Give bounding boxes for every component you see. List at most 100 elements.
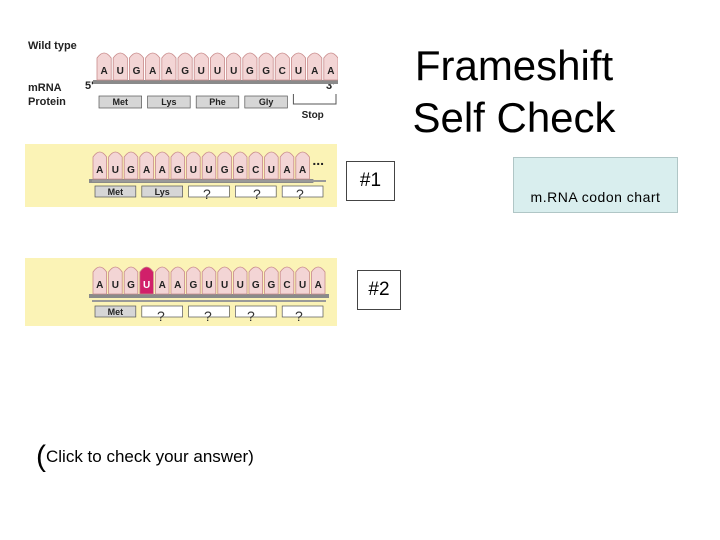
protein-line bbox=[92, 180, 326, 182]
base-tooth bbox=[145, 52, 161, 81]
amino-acid-label: Lys bbox=[161, 97, 176, 107]
base-tooth bbox=[155, 266, 170, 295]
base-tooth bbox=[217, 151, 232, 180]
mrna-backbone bbox=[93, 80, 338, 84]
amino-acid-box bbox=[195, 95, 240, 109]
unknown-amino-acid[interactable]: ? bbox=[296, 186, 304, 202]
base-letter: A bbox=[165, 66, 172, 77]
amino-acid-box bbox=[141, 185, 183, 198]
base-letter: A bbox=[327, 66, 334, 77]
base-letter: U bbox=[205, 165, 212, 176]
base-tooth bbox=[170, 151, 185, 180]
base-letter: G bbox=[127, 165, 135, 176]
base-tooth bbox=[295, 151, 310, 180]
mrna-backbone bbox=[89, 294, 329, 298]
base-tooth bbox=[108, 151, 123, 180]
base-letter: G bbox=[133, 66, 141, 77]
base-tooth bbox=[170, 266, 185, 295]
base-tooth bbox=[92, 151, 107, 180]
base-tooth bbox=[161, 52, 177, 81]
base-letter: G bbox=[246, 66, 254, 77]
protein-label: Protein bbox=[28, 96, 66, 108]
amino-acid-box bbox=[244, 95, 288, 109]
base-tooth bbox=[112, 52, 128, 81]
base-letter: U bbox=[112, 165, 119, 176]
base-tooth bbox=[279, 151, 295, 180]
unknown-amino-acid[interactable]: ? bbox=[253, 186, 261, 202]
base-letter: U bbox=[237, 280, 244, 291]
base-tooth bbox=[242, 52, 258, 81]
check-answer-text: Click to check your answer) bbox=[46, 447, 254, 466]
base-letter: U bbox=[214, 66, 221, 77]
wild-type-heading: Wild type bbox=[28, 40, 77, 52]
mrna-codon-chart-button[interactable]: m.RNA codon chart bbox=[513, 157, 678, 213]
unknown-amino-acid[interactable]: ? bbox=[203, 186, 211, 202]
amino-acid-label: Lys bbox=[155, 187, 170, 197]
amino-acid-label: Met bbox=[113, 97, 129, 107]
stop-bracket bbox=[292, 94, 337, 105]
unknown-amino-acid[interactable]: ? bbox=[247, 308, 255, 324]
continuation-dots: ... bbox=[312, 152, 324, 168]
base-tooth bbox=[311, 266, 326, 295]
base-letter: A bbox=[174, 280, 181, 291]
unknown-amino-acid[interactable]: ? bbox=[157, 308, 165, 324]
base-letter: U bbox=[268, 165, 275, 176]
base-letter: U bbox=[117, 66, 124, 77]
base-letter: C bbox=[252, 165, 259, 176]
base-tooth bbox=[108, 266, 123, 295]
amino-acid-label: Met bbox=[108, 307, 124, 317]
base-tooth bbox=[248, 151, 263, 180]
base-tooth bbox=[139, 266, 154, 295]
base-letter: U bbox=[230, 66, 237, 77]
base-tooth bbox=[193, 52, 209, 81]
base-letter: A bbox=[159, 165, 166, 176]
amino-acid-box bbox=[141, 305, 183, 318]
amino-acid-label: Phe bbox=[209, 97, 226, 107]
base-letter: A bbox=[283, 165, 290, 176]
base-letter: G bbox=[190, 280, 198, 291]
base-tooth bbox=[248, 266, 263, 295]
base-tooth bbox=[123, 266, 139, 295]
base-letter: A bbox=[149, 66, 156, 77]
unknown-amino-acid[interactable]: ? bbox=[204, 308, 212, 324]
base-tooth bbox=[274, 52, 290, 81]
stop-label: Stop bbox=[302, 110, 324, 120]
base-letter: U bbox=[190, 165, 197, 176]
mutation-1-number-box[interactable]: #1 bbox=[346, 161, 395, 201]
base-letter: G bbox=[268, 280, 276, 291]
base-letter: A bbox=[311, 66, 318, 77]
base-letter: U bbox=[198, 66, 205, 77]
base-letter: U bbox=[299, 280, 306, 291]
base-tooth bbox=[264, 151, 279, 180]
title-line-1: Frameshift bbox=[414, 42, 614, 89]
base-letter: U bbox=[295, 66, 302, 77]
base-tooth bbox=[233, 151, 248, 180]
base-tooth bbox=[233, 266, 248, 295]
slide-title: Frameshift Self Check bbox=[394, 40, 634, 144]
mutation-2-number-box[interactable]: #2 bbox=[357, 270, 401, 310]
base-tooth bbox=[186, 266, 201, 295]
base-tooth bbox=[92, 266, 107, 295]
unknown-amino-acid[interactable]: ? bbox=[295, 308, 303, 324]
title-line-2: Self Check bbox=[412, 94, 616, 141]
base-letter: A bbox=[159, 280, 166, 291]
five-prime-label: 5' bbox=[85, 80, 94, 92]
base-letter: A bbox=[96, 165, 103, 176]
base-tooth bbox=[264, 266, 279, 295]
base-tooth bbox=[139, 151, 154, 180]
base-letter: U bbox=[143, 280, 150, 291]
base-letter: G bbox=[236, 165, 244, 176]
base-letter: U bbox=[205, 280, 212, 291]
amino-acid-box bbox=[281, 305, 324, 318]
open-paren: ( bbox=[36, 440, 46, 473]
check-answer-link[interactable]: (Click to check your answer) bbox=[36, 440, 254, 474]
base-letter: G bbox=[174, 165, 182, 176]
amino-acid-box bbox=[94, 185, 137, 198]
base-tooth bbox=[201, 151, 217, 180]
base-tooth bbox=[226, 52, 242, 81]
